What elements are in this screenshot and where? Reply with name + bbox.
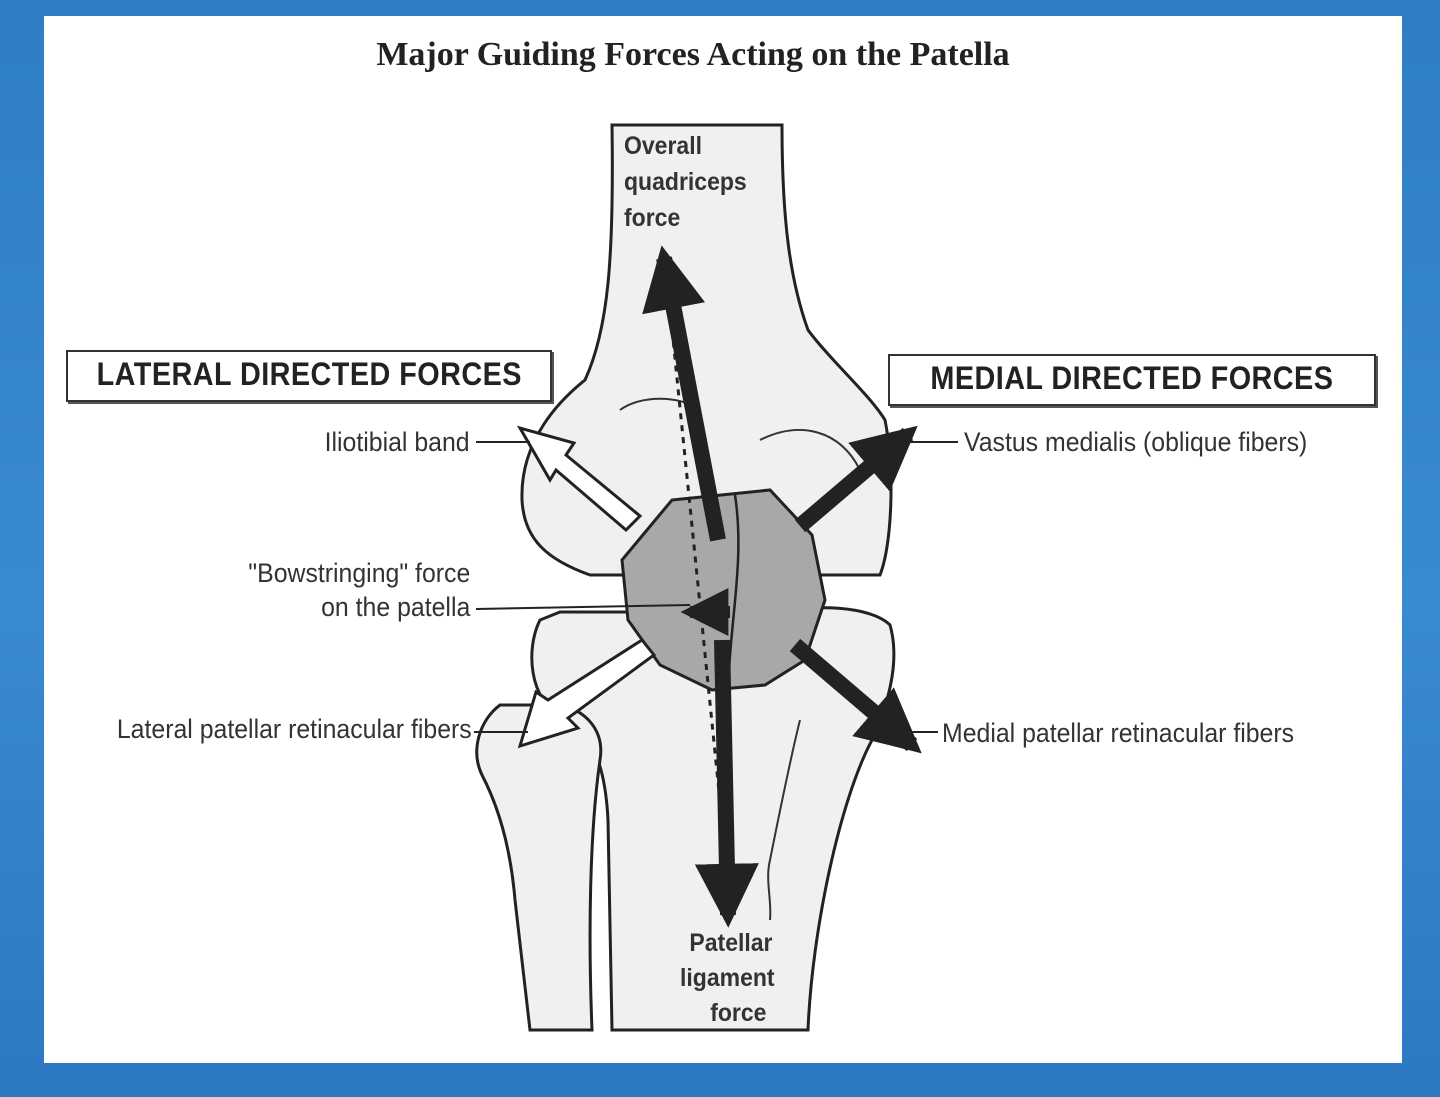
vastus-medialis-arrow	[794, 425, 918, 533]
bowstring-label-line-1: "Bowstringing" force	[248, 558, 470, 588]
quadriceps-label-line-1: Overall	[624, 132, 702, 160]
diagram-title: Major Guiding Forces Acting on the Patel…	[376, 36, 1010, 73]
ligament-label-line-1: Patellar	[689, 929, 773, 957]
ligament-force-arrow	[694, 639, 759, 928]
lateral-forces-box: LATERAL DIRECTED FORCES	[66, 350, 552, 402]
patellar-ligament-label: Patellar ligament force	[680, 926, 775, 1031]
leader-bowstring	[475, 604, 691, 610]
medial-retinacular-arrow	[789, 638, 922, 754]
femoral-axis-dashed	[664, 269, 732, 901]
quadriceps-label-line-3: force	[624, 204, 681, 232]
bowstring-label-line-2: on the patella	[320, 592, 470, 622]
medial-forces-box: MEDIAL DIRECTED FORCES	[888, 354, 1376, 406]
bowstringing-force-label: "Bowstringing" force on the patella	[248, 556, 470, 624]
vastus-medialis-label: Vastus medialis (oblique fibers)	[964, 427, 1308, 457]
quadriceps-force-label: Overall quadriceps force	[624, 128, 747, 236]
lateral-retinacular-arrow	[517, 638, 657, 749]
medial-forces-label: MEDIAL DIRECTED FORCES	[930, 360, 1334, 396]
quadriceps-label-line-2: quadriceps	[624, 168, 747, 196]
quadriceps-force-arrow	[642, 245, 726, 542]
ligament-label-line-2: ligament	[680, 964, 775, 992]
fibula-bone	[475, 703, 603, 1032]
lateral-retinacular-label: Lateral patellar retinacular fibers	[117, 714, 472, 744]
femur-bone	[520, 123, 893, 577]
iliotibial-band-arrow	[516, 425, 643, 533]
tibia-detail-line	[767, 719, 801, 921]
medial-retinacular-label: Medial patellar retinacular fibers	[942, 718, 1295, 748]
iliotibial-band-label: Iliotibial band	[324, 427, 470, 457]
lateral-forces-label: LATERAL DIRECTED FORCES	[96, 356, 522, 392]
ligament-label-line-3: force	[710, 999, 767, 1027]
